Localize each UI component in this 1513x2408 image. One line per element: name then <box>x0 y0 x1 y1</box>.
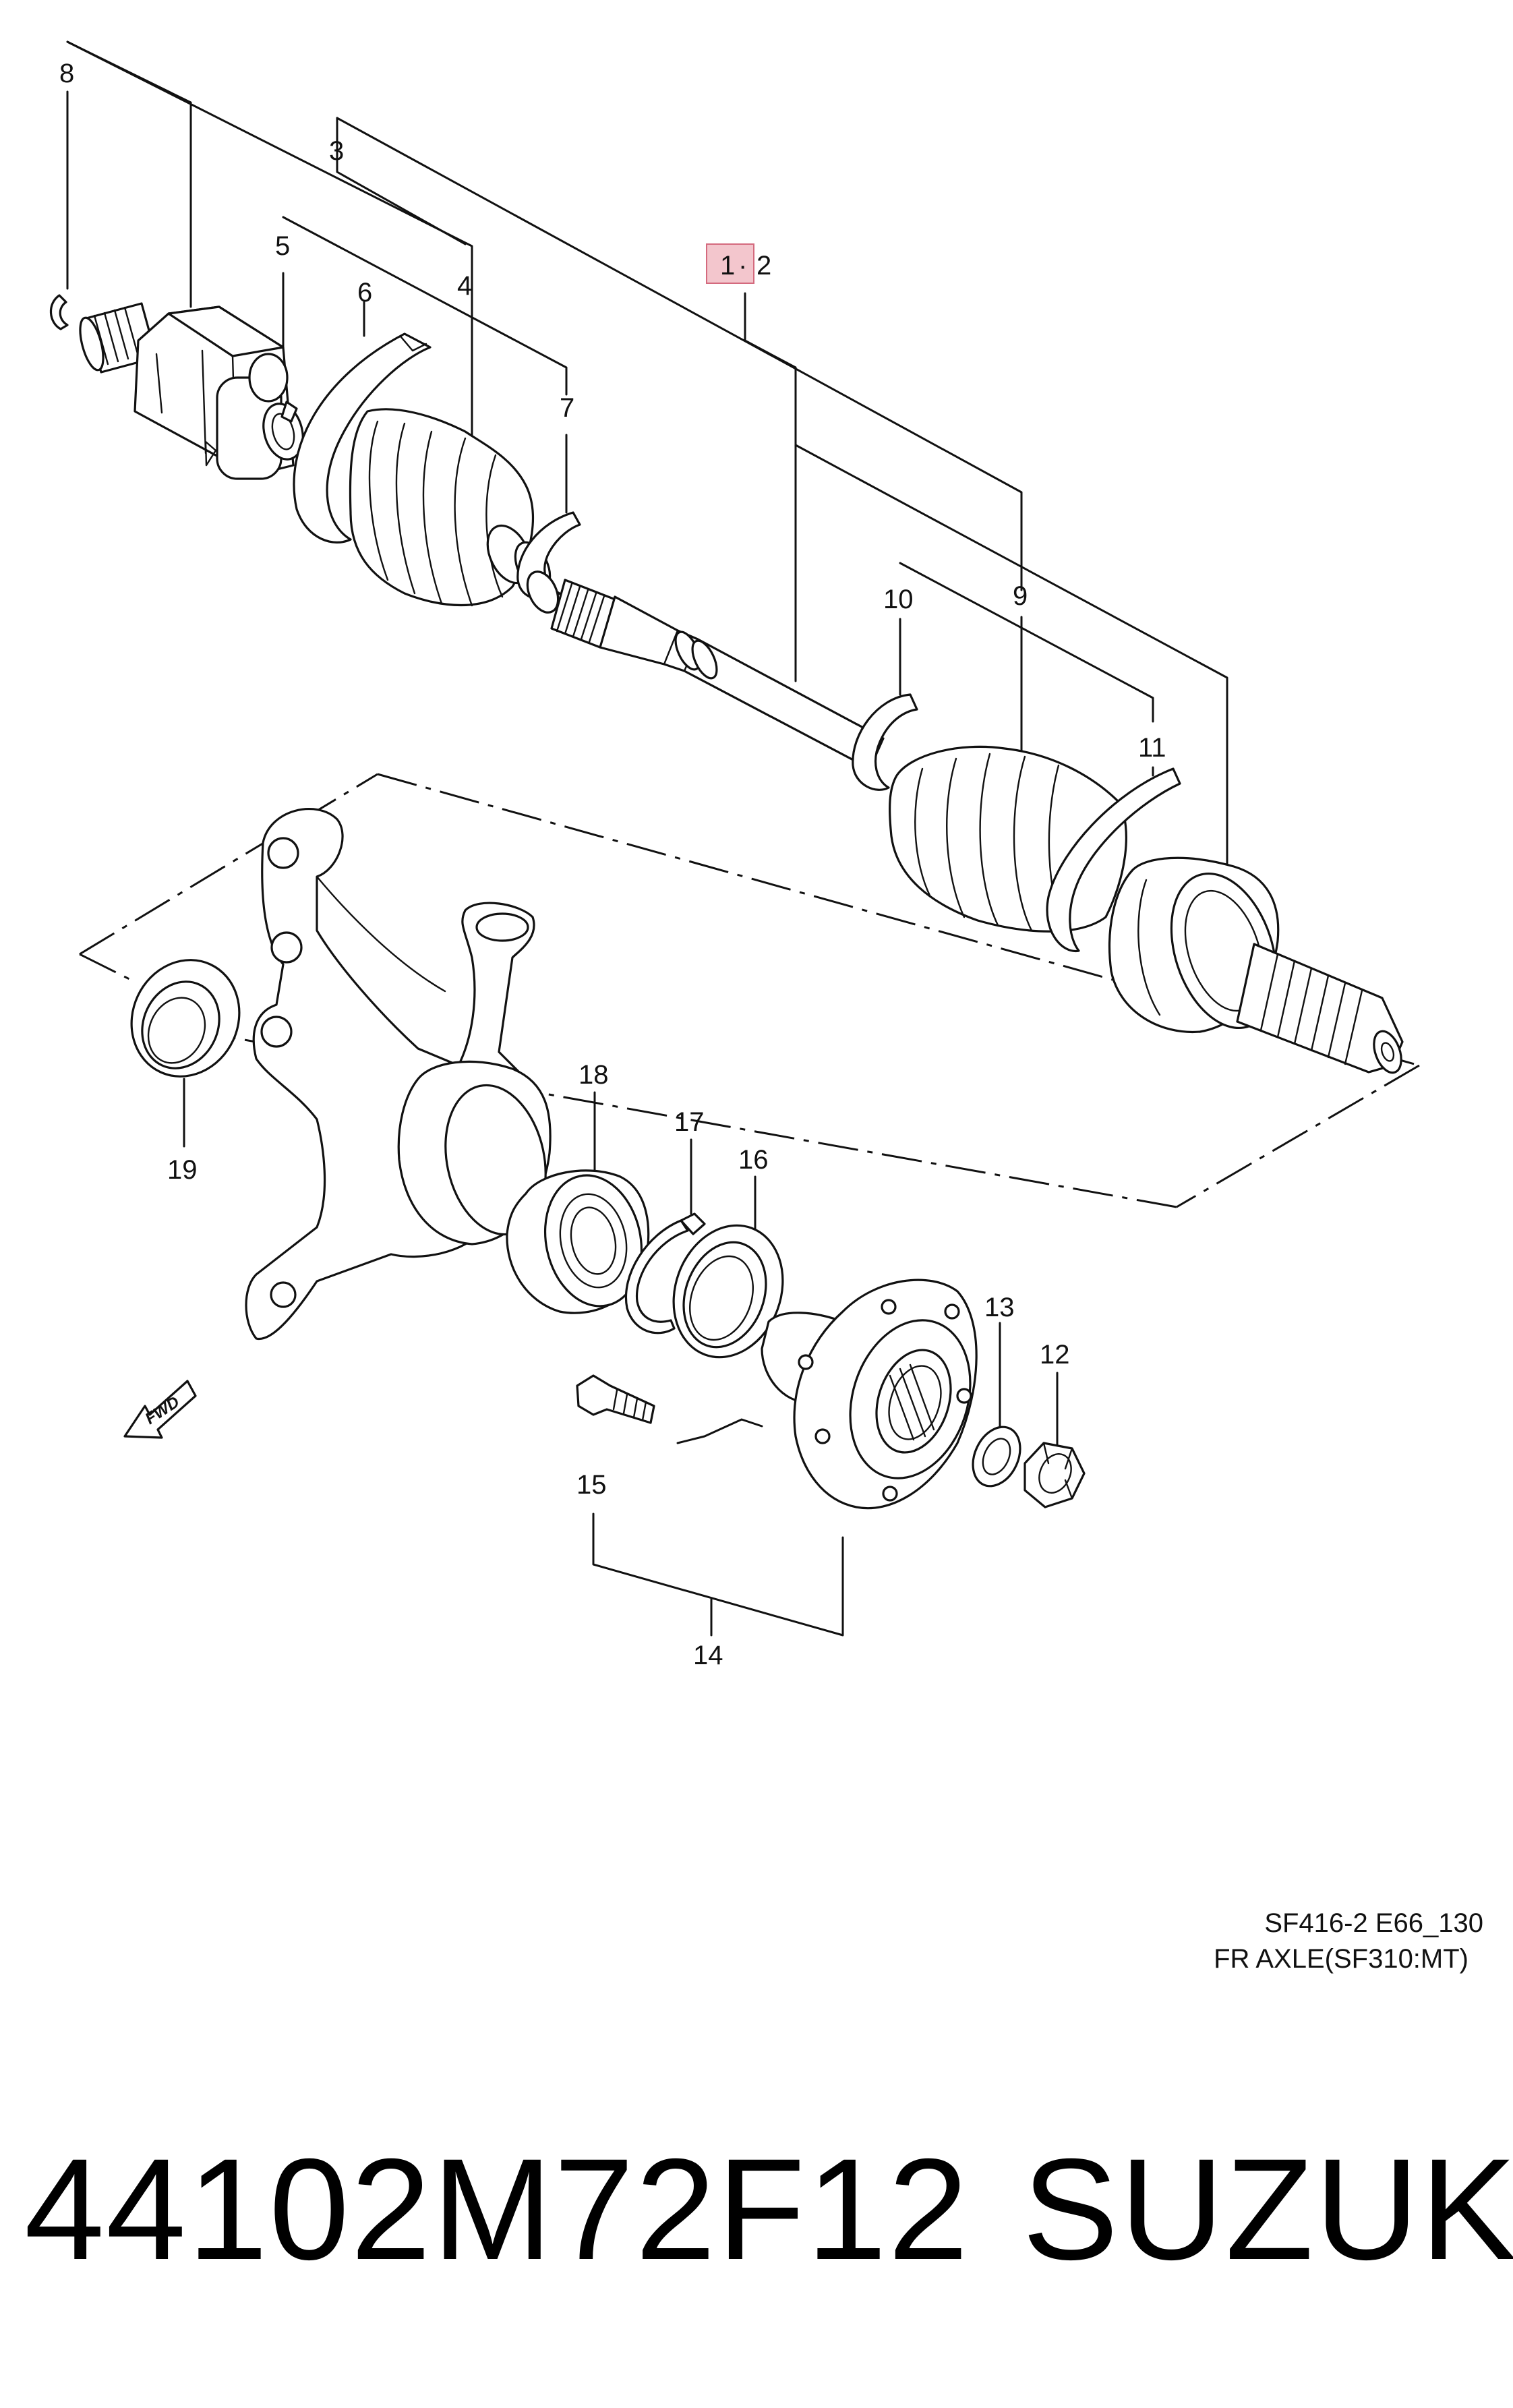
part-number: 44102M72F12 <box>24 2129 970 2290</box>
callout-7[interactable]: 7 <box>560 393 574 423</box>
callout-17[interactable]: 17 <box>674 1107 705 1137</box>
boot-band-6 <box>293 332 432 544</box>
callout-10[interactable]: 10 <box>883 585 914 614</box>
highlight-box <box>706 243 754 284</box>
footer-band <box>0 2009 1513 2408</box>
fwd-arrow: FWD <box>123 1380 197 1439</box>
inner-boot-body <box>349 408 534 607</box>
caption-title: FR AXLE(SF310:MT) <box>1214 1944 1468 1974</box>
callout-2[interactable]: 2 <box>756 251 771 281</box>
callout-18[interactable]: 18 <box>578 1060 609 1090</box>
callouts: 1 · 2 3 4 5 6 7 8 9 10 11 12 13 14 15 16… <box>59 59 1166 1670</box>
callout-5[interactable]: 5 <box>275 231 290 261</box>
drive-shaft <box>550 579 885 770</box>
callout-dot: · <box>738 251 747 281</box>
inner-boot <box>293 332 581 614</box>
shaft-body <box>599 595 885 770</box>
callout-13[interactable]: 13 <box>984 1293 1015 1322</box>
callout-19[interactable]: 19 <box>167 1155 198 1185</box>
snap-ring-17 <box>625 1219 689 1334</box>
callout-4[interactable]: 4 <box>457 271 472 301</box>
callout-16[interactable]: 16 <box>738 1145 769 1175</box>
diagram-caption: SF416-2 E66_130 FR AXLE(SF310:MT) <box>1214 1908 1483 1974</box>
callout-11[interactable]: 11 <box>1138 733 1166 763</box>
callout-1[interactable]: 1 <box>720 251 735 281</box>
boot-band-11 <box>1046 767 1181 953</box>
circlip-8 <box>49 294 69 330</box>
callout-9[interactable]: 9 <box>1013 581 1028 611</box>
washer-13 <box>972 1426 1021 1488</box>
callout-3[interactable]: 3 <box>329 136 344 166</box>
hub-parts <box>130 959 1086 1510</box>
hub-nut-12 <box>1023 1442 1086 1508</box>
brand-name: SUZUKI <box>1022 2129 1513 2290</box>
callout-8[interactable]: 8 <box>59 59 74 88</box>
callout-14[interactable]: 14 <box>693 1641 723 1670</box>
caption-code: SF416-2 E66_130 <box>1264 1908 1483 1938</box>
boot-band-10 <box>852 693 918 791</box>
callout-12[interactable]: 12 <box>1040 1340 1070 1370</box>
parts-diagram: FWD 1 · 2 3 4 5 6 7 8 9 10 11 12 13 14 1… <box>49 40 1483 1974</box>
steering-knuckle <box>245 808 552 1341</box>
callout-6[interactable]: 6 <box>357 278 372 307</box>
inner-joint <box>49 294 304 480</box>
leader-lines <box>66 40 1228 1637</box>
outer-boot <box>852 693 1404 1074</box>
callout-15[interactable]: 15 <box>576 1470 607 1500</box>
